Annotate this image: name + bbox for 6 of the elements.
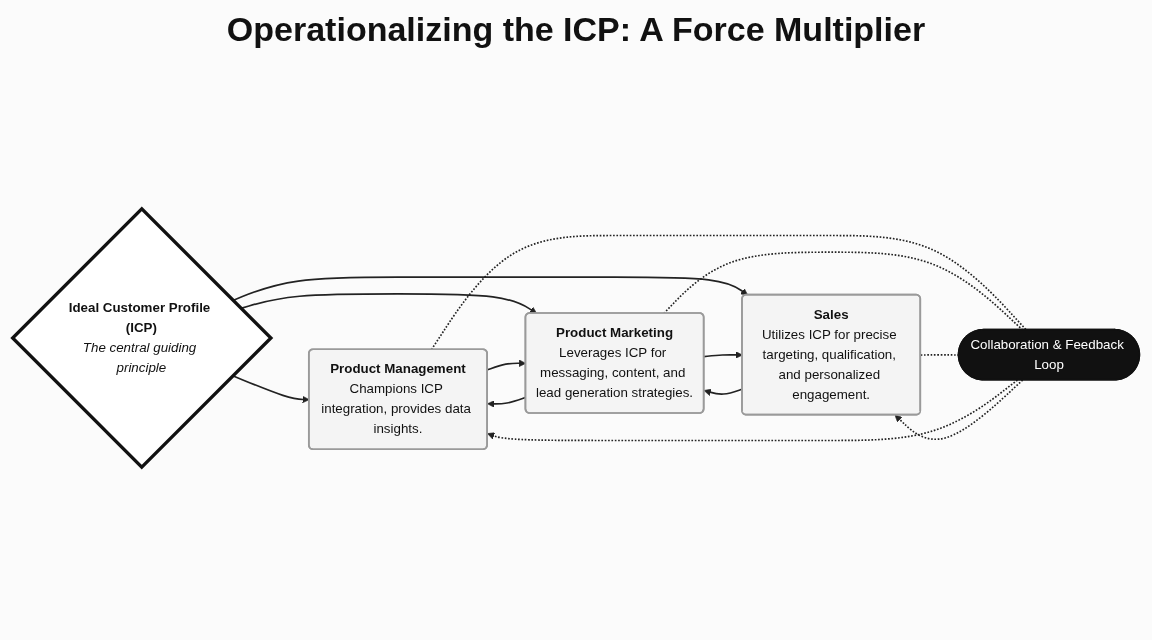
arrow [487,379,1019,442]
diagram-title: Operationalizing the ICP: A Force Multiplier [226,9,926,50]
node-diamond: Ideal Customer Profile (ICP) The central guiding principle [10,206,274,470]
arrow [703,351,743,359]
arrow [240,293,537,314]
arrow [894,379,1024,441]
